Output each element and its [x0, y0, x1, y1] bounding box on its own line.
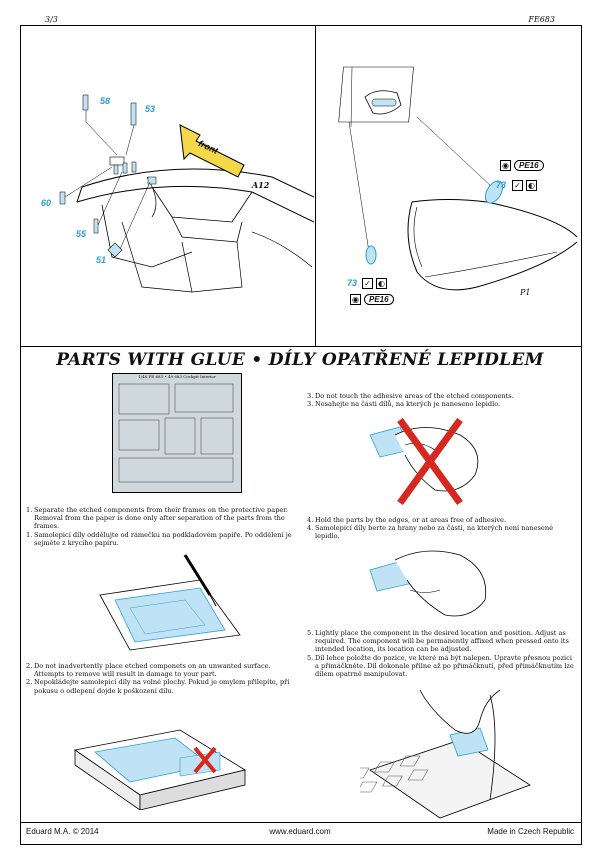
page-frame — [20, 25, 582, 845]
step-4-en: Hold the parts by the edges, or at areas… — [315, 516, 507, 524]
step-1-text: 1.Separate the etched components from th… — [26, 506, 294, 547]
part-73-lower-label: 73 — [347, 278, 358, 288]
step-1-illustration — [99, 554, 241, 651]
step-3-num: 3. — [307, 392, 314, 400]
section-title: PARTS WITH GLUE • DÍLY OPATŘENÉ LEPIDLEM — [56, 350, 544, 370]
canopy-diagram — [338, 66, 578, 291]
step-2-text: 2.Do not inadvertently place etched comp… — [26, 662, 294, 695]
part-60-label: 60 — [41, 198, 52, 208]
step-3-illustration — [369, 417, 479, 506]
step-4-cz: Samolepicí díly berte za hrany nebo za č… — [315, 524, 553, 541]
top-divider-horizontal — [20, 346, 582, 347]
step-3-num-cz: 3. — [307, 400, 314, 409]
fret-image: 1/48 FE 683 • 49 683 Cockpit Interior — [112, 373, 242, 493]
step-4-num: 4. — [307, 516, 314, 524]
cockpit-diagram — [59, 94, 314, 293]
top-divider-vertical — [315, 25, 316, 347]
glue-circle-icon: ◉ — [350, 294, 361, 305]
step-4-illustration — [369, 550, 487, 617]
step-5-en: Lightly place the component in the desir… — [315, 629, 569, 654]
part-55-label: 55 — [76, 229, 87, 239]
step-1-en: Separate the etched components from thei… — [34, 506, 288, 531]
step-3-cz: Nesahejte na části dílů, na kterých je n… — [315, 400, 501, 409]
step-5-num: 5. — [307, 629, 314, 637]
step-2-cz: Nepokládejte samolepicí díly na volné pl… — [34, 678, 290, 695]
step-3-text: 3.Do not touch the adhesive areas of the… — [307, 392, 575, 408]
pe16-badge-lower: PE16 — [364, 294, 394, 305]
ref-p1-label: P1 — [520, 288, 531, 297]
fret-label: 1/48 FE 683 • 49 683 Cockpit Interior — [138, 374, 216, 379]
pe16-badge-upper: PE16 — [514, 160, 544, 171]
step-2-num: 2. — [26, 662, 33, 670]
part-53-label: 53 — [145, 104, 156, 114]
step-1-num: 1. — [26, 506, 33, 514]
step-4-text: 4.Hold the parts by the edges, or at are… — [307, 516, 575, 541]
step-2-en: Do not inadvertently place etched compon… — [34, 662, 271, 679]
part-73-upper-label: 73 — [496, 180, 507, 190]
step-5-cz: Díl lehce položte do pozice, ve které má… — [315, 653, 574, 679]
part-58-label: 58 — [100, 96, 111, 106]
step-3-en: Do not touch the adhesive areas of the e… — [315, 392, 514, 400]
step-2-illustration — [73, 729, 247, 810]
step-2-num-cz: 2. — [26, 678, 33, 687]
bend-check-icon: ✓ — [512, 180, 523, 191]
step-5-illustration — [360, 690, 531, 819]
footer-divider — [20, 822, 582, 823]
glue-circle-icon: ◉ — [500, 160, 511, 171]
bend-curve-icon: ◐ — [376, 278, 387, 289]
step-5-num-cz: 5. — [307, 653, 314, 662]
fret-parts — [118, 383, 234, 483]
step-4-num-cz: 4. — [307, 524, 314, 533]
page-number: 3/3 — [45, 15, 58, 24]
step-1-num-cz: 1. — [26, 530, 33, 539]
bend-check-icon: ✓ — [362, 278, 373, 289]
footer-website[interactable]: www.eduard.com — [269, 827, 331, 836]
product-code: FE683 — [528, 15, 555, 24]
ref-a12-label: A12 — [252, 180, 270, 190]
footer-origin: Made in Czech Republic — [487, 827, 574, 836]
part-51-label: 51 — [96, 255, 107, 265]
bend-curve-icon: ◐ — [526, 180, 537, 191]
footer-copyright: Eduard M.A. © 2014 — [26, 827, 99, 836]
step-5-text: 5.Lightly place the component in the des… — [307, 629, 575, 678]
step-1-cz: Samolepicí díly oddělujte od rámečku na … — [34, 530, 292, 547]
